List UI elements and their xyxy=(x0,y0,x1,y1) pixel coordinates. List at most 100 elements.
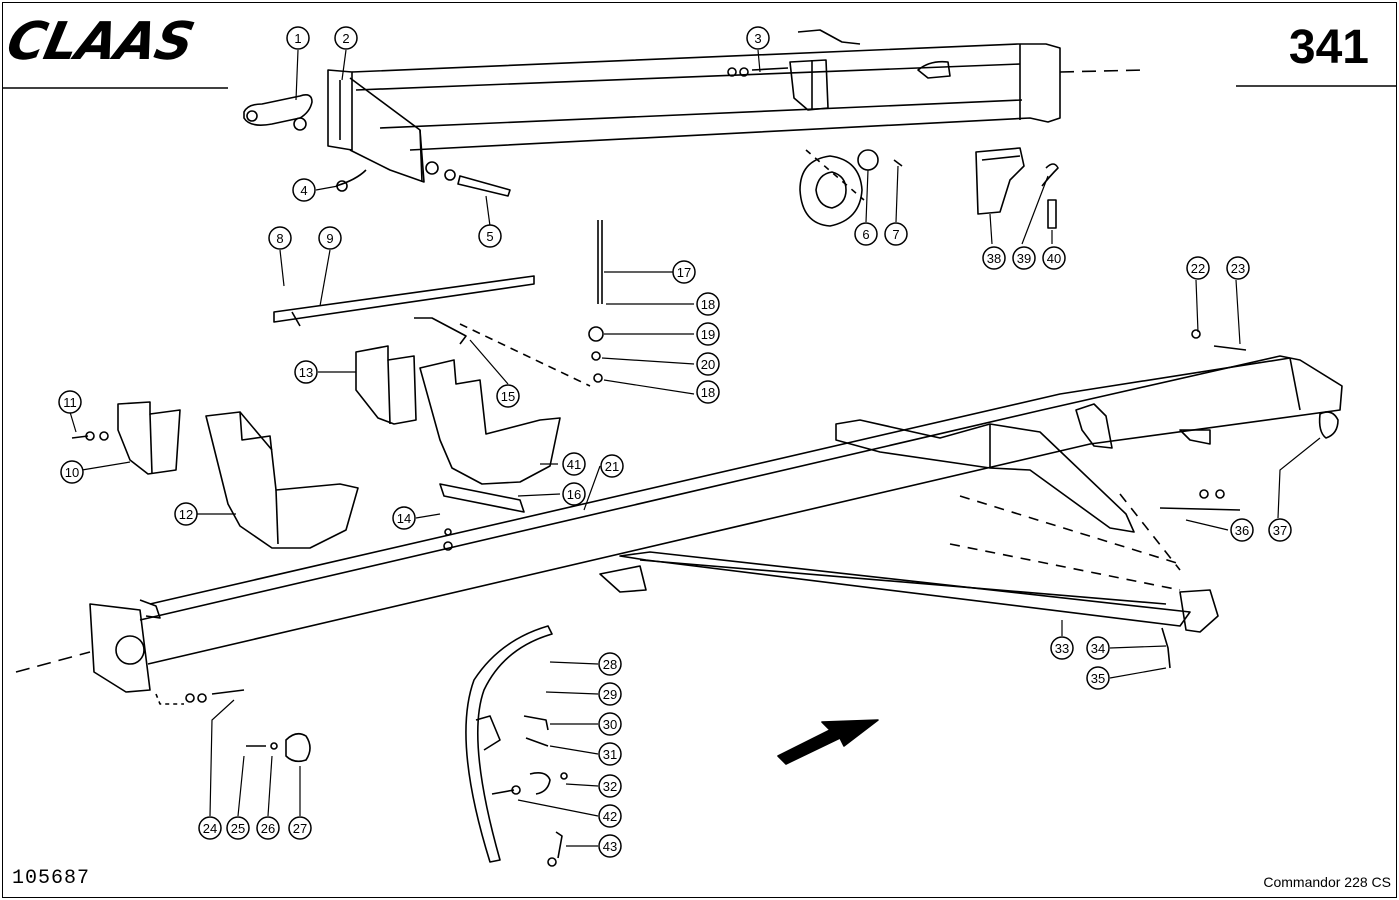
callout-label: 1 xyxy=(294,31,301,46)
callout-label: 25 xyxy=(231,821,245,836)
callout-circle xyxy=(60,460,84,484)
callout-circle xyxy=(1226,256,1250,280)
callout-11: 11 xyxy=(58,390,82,414)
callout-label: 3 xyxy=(754,31,761,46)
callout-circle xyxy=(672,260,696,284)
callout-32: 32 xyxy=(598,774,622,798)
callout-34: 34 xyxy=(1086,636,1110,660)
callout-label: 40 xyxy=(1047,251,1061,266)
callout-5: 5 xyxy=(478,224,502,248)
drawing-number: 105687 xyxy=(12,867,91,890)
callout-31: 31 xyxy=(598,742,622,766)
callout-label: 32 xyxy=(603,779,617,794)
callout-circle xyxy=(854,222,878,246)
callout-26: 26 xyxy=(256,816,280,840)
callout-12: 12 xyxy=(174,502,198,526)
callout-13: 13 xyxy=(294,360,318,384)
callout-circle xyxy=(1050,636,1074,660)
callout-circle xyxy=(1086,666,1110,690)
callout-circle xyxy=(1268,518,1292,542)
callout-33: 33 xyxy=(1050,636,1074,660)
callout-label: 34 xyxy=(1091,641,1105,656)
callout-circle xyxy=(746,26,770,50)
callout-20: 20 xyxy=(696,352,720,376)
callout-7: 7 xyxy=(884,222,908,246)
callout-41: 41 xyxy=(562,452,586,476)
callout-circle xyxy=(292,178,316,202)
callout-label: 17 xyxy=(677,265,691,280)
callout-label: 21 xyxy=(605,459,619,474)
callout-18: 18 xyxy=(696,380,720,404)
callout-label: 36 xyxy=(1235,523,1249,538)
callout-label: 26 xyxy=(261,821,275,836)
callout-label: 20 xyxy=(701,357,715,372)
callout-16: 16 xyxy=(562,482,586,506)
callout-label: 39 xyxy=(1017,251,1031,266)
callout-3: 3 xyxy=(746,26,770,50)
callout-36: 36 xyxy=(1230,518,1254,542)
callout-label: 2 xyxy=(342,31,349,46)
callout-circle xyxy=(598,834,622,858)
callout-label: 31 xyxy=(603,747,617,762)
callout-39: 39 xyxy=(1012,246,1036,270)
callout-label: 11 xyxy=(63,395,77,410)
callout-circle xyxy=(318,226,342,250)
callout-label: 16 xyxy=(567,487,581,502)
callout-label: 38 xyxy=(987,251,1001,266)
callout-17: 17 xyxy=(672,260,696,284)
callout-label: 30 xyxy=(603,717,617,732)
leader-lines xyxy=(69,49,1321,847)
callout-label: 22 xyxy=(1191,261,1205,276)
callout-circle xyxy=(58,390,82,414)
callout-24: 24 xyxy=(198,816,222,840)
callout-circle xyxy=(478,224,502,248)
callout-28: 28 xyxy=(598,652,622,676)
callout-circle xyxy=(600,454,624,478)
callout-circle xyxy=(598,682,622,706)
callout-25: 25 xyxy=(226,816,250,840)
callout-label: 14 xyxy=(397,511,411,526)
callout-4: 4 xyxy=(292,178,316,202)
callout-label: 4 xyxy=(300,183,307,198)
main-frame xyxy=(15,329,1343,705)
callout-10: 10 xyxy=(60,460,84,484)
callout-21: 21 xyxy=(600,454,624,478)
callout-circle xyxy=(696,380,720,404)
callout-circle xyxy=(226,816,250,840)
callout-30: 30 xyxy=(598,712,622,736)
callout-label: 41 xyxy=(567,457,581,472)
callout-circle xyxy=(884,222,908,246)
upper-beam xyxy=(327,29,1146,183)
callout-label: 18 xyxy=(701,297,715,312)
callout-circle xyxy=(598,804,622,828)
callout-35: 35 xyxy=(1086,666,1110,690)
lower-pieces xyxy=(246,625,568,867)
callout-circle xyxy=(982,246,1006,270)
callout-circle xyxy=(696,292,720,316)
model-name: Commandor 228 CS xyxy=(1263,874,1391,890)
callout-label: 6 xyxy=(862,227,869,242)
callout-circle xyxy=(598,742,622,766)
callout-29: 29 xyxy=(598,682,622,706)
callout-circle xyxy=(598,774,622,798)
callout-40: 40 xyxy=(1042,246,1066,270)
drawing-lines xyxy=(2,29,1397,867)
callout-27: 27 xyxy=(288,816,312,840)
callout-circle xyxy=(174,502,198,526)
callout-label: 7 xyxy=(892,227,899,242)
callout-15: 15 xyxy=(496,384,520,408)
callout-label: 5 xyxy=(486,229,493,244)
callout-circle xyxy=(256,816,280,840)
callout-22: 22 xyxy=(1186,256,1210,280)
callout-label: 35 xyxy=(1091,671,1105,686)
callout-circle xyxy=(1186,256,1210,280)
callout-43: 43 xyxy=(598,834,622,858)
callout-label: 29 xyxy=(603,687,617,702)
callout-label: 43 xyxy=(603,839,617,854)
callout-circle xyxy=(334,26,358,50)
callout-circle xyxy=(562,452,586,476)
callout-circle xyxy=(696,322,720,346)
callout-circle xyxy=(1086,636,1110,660)
callout-label: 10 xyxy=(65,465,79,480)
